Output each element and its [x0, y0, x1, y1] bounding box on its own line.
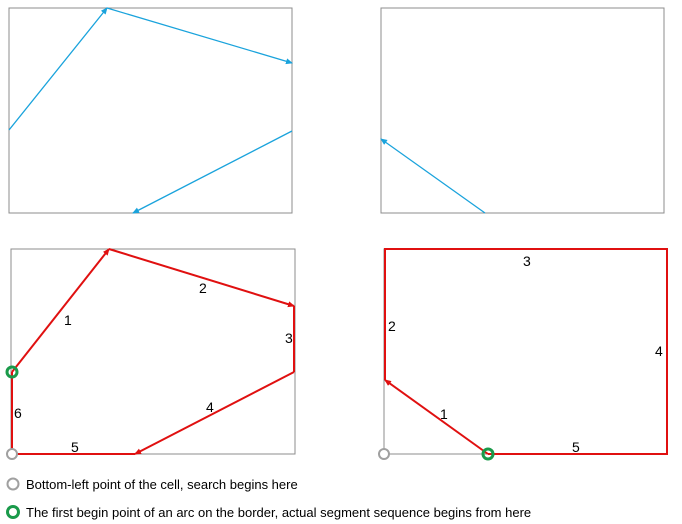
panel-bottom-right: 1 2 3 4 5	[378, 248, 668, 461]
arc-1	[8, 7, 293, 131]
legend-gray-circle-icon	[6, 477, 20, 491]
segment-label-4: 4	[206, 399, 214, 415]
segment-label-3: 3	[523, 253, 531, 269]
segment-label-1: 1	[440, 406, 448, 422]
cell-frame	[10, 248, 296, 455]
segment-label-5: 5	[71, 439, 79, 455]
bottom-left-point-marker	[6, 448, 18, 460]
panel-top-left	[8, 7, 293, 214]
panel-bottom-left: 1 2 3 4 5 6	[5, 248, 296, 460]
segment-label-6: 6	[14, 405, 22, 421]
legend-green-circle-icon	[6, 505, 20, 519]
segment-4	[134, 371, 295, 455]
first-begin-point-marker	[5, 365, 19, 379]
segment-label-1: 1	[64, 312, 72, 328]
segment-label-2: 2	[388, 318, 396, 334]
legend-bottom-left-point-text: Bottom-left point of the cell, search be…	[26, 477, 298, 492]
segment-label-3: 3	[285, 330, 293, 346]
legend: Bottom-left point of the cell, search be…	[6, 477, 531, 520]
segment-label-5: 5	[572, 439, 580, 455]
cell-frame	[380, 7, 665, 214]
segment-2	[108, 248, 295, 308]
first-begin-point-marker	[481, 447, 495, 461]
cell-frame	[383, 248, 668, 455]
bottom-left-point-marker	[378, 448, 390, 460]
segment-1	[384, 379, 489, 455]
cell-frame	[8, 7, 293, 214]
legend-first-begin-point-text: The first begin point of an arc on the b…	[26, 505, 531, 520]
arc-1	[380, 138, 486, 214]
segment-label-2: 2	[199, 280, 207, 296]
segment-label-4: 4	[655, 343, 663, 359]
panel-top-right	[380, 7, 665, 214]
segment-2-3-4-5	[384, 248, 668, 455]
segment-1	[11, 248, 110, 373]
arc-2	[132, 130, 293, 214]
